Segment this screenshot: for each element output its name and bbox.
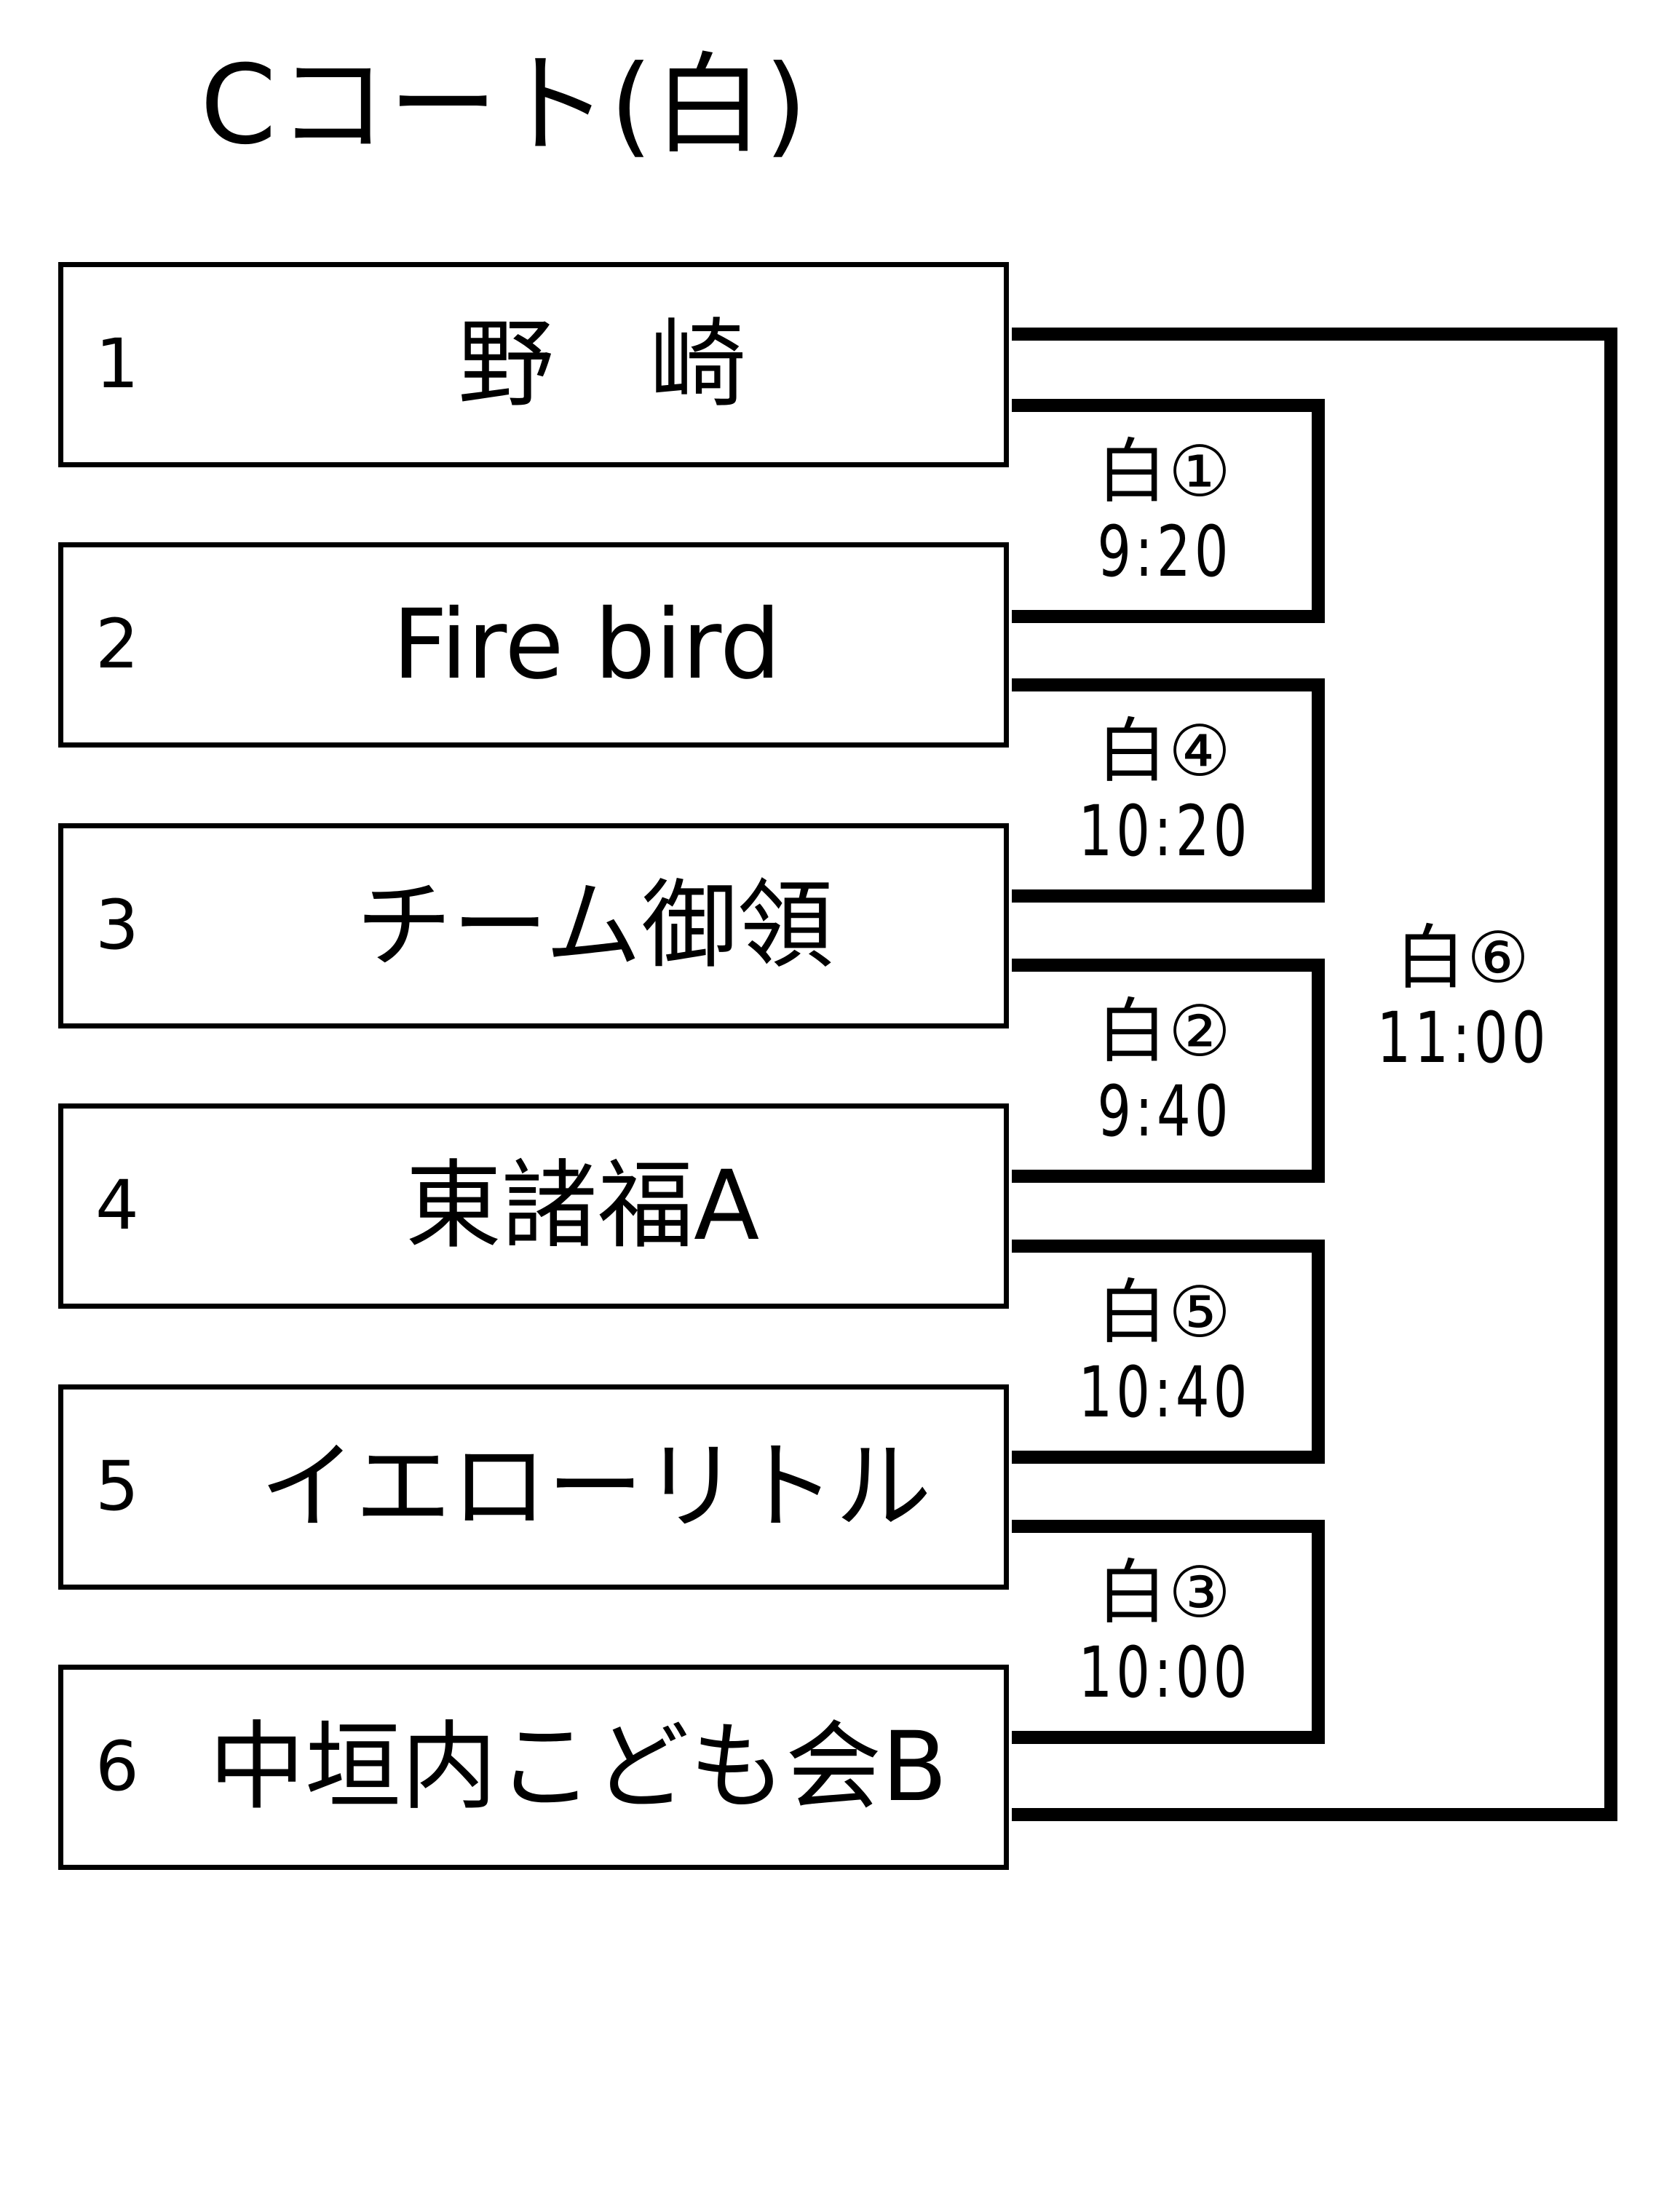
team-box-5: 5 イエローリトル <box>58 1384 1009 1590</box>
team-seed: 2 <box>95 605 139 684</box>
team-name: 野 崎 <box>458 309 746 421</box>
match-time: 11:00 <box>1376 997 1550 1079</box>
bracket-line-match-1 <box>1012 399 1325 623</box>
court-title: Cコート(白) <box>200 42 809 169</box>
match-id: 白② <box>1096 991 1233 1072</box>
team-seed: 3 <box>95 886 139 965</box>
team-box-6: 6 中垣内こども会B <box>58 1665 1009 1870</box>
match-id: 白⑥ <box>1395 917 1532 999</box>
team-box-1: 1 野 崎 <box>58 262 1009 467</box>
team-seed: 6 <box>95 1727 139 1807</box>
team-name: 東諸福A <box>405 1150 760 1262</box>
match-label-1: 白① 9:20 <box>1026 437 1303 587</box>
team-box-3: 3 チーム御領 <box>58 823 1009 1028</box>
match-id: 白⑤ <box>1096 1272 1233 1353</box>
match-time: 10:20 <box>1078 790 1251 872</box>
team-seed: 5 <box>95 1447 139 1526</box>
bracket-line-match-5 <box>1012 1240 1325 1464</box>
match-time: 9:20 <box>1097 511 1232 592</box>
match-label-4: 白④ 10:20 <box>1026 716 1303 866</box>
team-name: チーム御領 <box>356 870 834 982</box>
match-time: 9:40 <box>1097 1071 1232 1152</box>
match-time: 10:00 <box>1078 1632 1251 1713</box>
match-label-3: 白③ 10:00 <box>1026 1558 1303 1708</box>
team-box-2: 2 Fire bird <box>58 542 1009 748</box>
match-label-5: 白⑤ 10:40 <box>1026 1277 1303 1427</box>
match-id: 白③ <box>1096 1552 1233 1633</box>
team-name: イエローリトル <box>260 1431 932 1543</box>
team-seed: 1 <box>95 325 139 404</box>
team-seed: 4 <box>95 1166 139 1245</box>
bracket-line-match-2 <box>1012 959 1325 1183</box>
match-label-final: 白⑥ 11:00 <box>1339 923 1587 1073</box>
bracket-line-final <box>1012 328 1617 1821</box>
bracket-line-match-4 <box>1012 678 1325 903</box>
match-label-2: 白② 9:40 <box>1026 996 1303 1146</box>
team-box-4: 4 東諸福A <box>58 1103 1009 1309</box>
bracket-line-match-3 <box>1012 1520 1325 1744</box>
match-id: 白① <box>1096 431 1233 512</box>
match-time: 10:40 <box>1078 1352 1251 1433</box>
match-id: 白④ <box>1096 710 1233 792</box>
team-name: Fire bird <box>392 589 781 701</box>
team-name: 中垣内こども会B <box>209 1711 948 1823</box>
